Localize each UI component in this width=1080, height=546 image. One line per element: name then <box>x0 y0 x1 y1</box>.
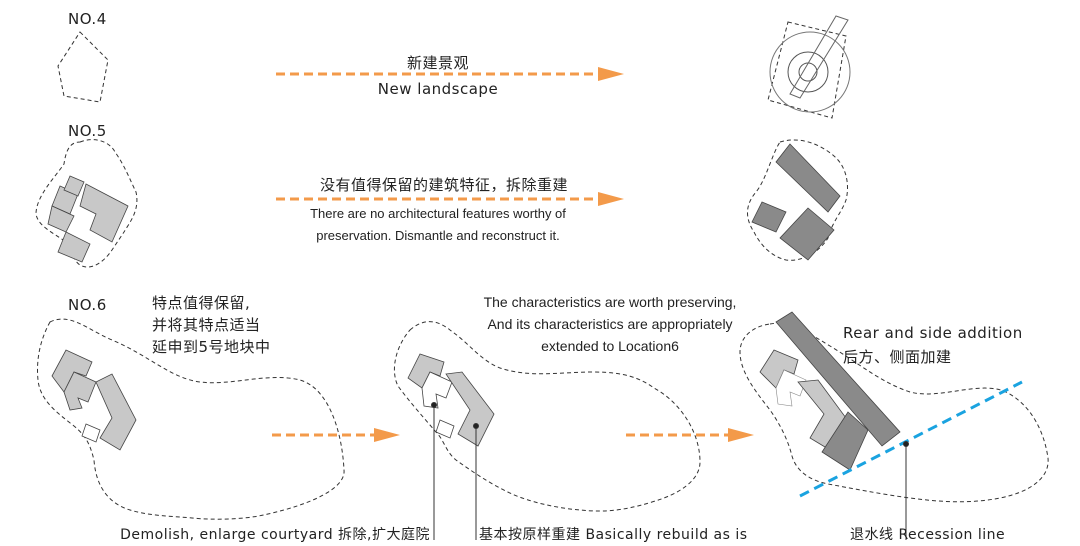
no6-existing-building <box>51 349 137 451</box>
no6-renovation-plan <box>394 321 701 512</box>
no4-new-landscape-plan <box>767 15 851 119</box>
callout-leaders <box>431 402 909 540</box>
no5-label: NO.5 <box>68 122 107 140</box>
no4-arrow-label-cn: 新建景观 <box>406 54 470 72</box>
no5-arrow-label-cn: 没有值得保留的建筑特征，拆除重建 <box>319 176 569 194</box>
no4-site-outline <box>57 31 109 103</box>
addition-callout-cn: 后方、侧面加建 <box>843 348 952 366</box>
no5-existing-building <box>47 175 129 263</box>
no6-note-en-2: And its characteristics are appropriatel… <box>487 316 733 332</box>
recession-line <box>799 380 1023 498</box>
no4-arrow-label-en: New landscape <box>377 80 499 98</box>
demolish-callout: Demolish, enlarge courtyard 拆除,扩大庭院 <box>120 527 430 543</box>
no5-arrow <box>276 192 624 206</box>
rebuild-callout: 基本按原样重建 Basically rebuild as is <box>479 527 748 543</box>
no6-note-cn-3: 延申到5号地块中 <box>152 338 271 356</box>
no6-note-cn-2: 并将其特点适当 <box>152 316 261 334</box>
no6-site-outline <box>37 318 345 520</box>
no4-label: NO.4 <box>68 10 107 28</box>
recession-line-callout: 退水线 Recession line <box>850 527 1006 543</box>
no6-label: NO.6 <box>68 296 107 314</box>
no5-arrow-label-en-2: preservation. Dismantle and reconstruct … <box>316 228 560 243</box>
addition-callout-en: Rear and side addition <box>843 324 1023 342</box>
no6-note-en-1: The characteristics are worth preserving… <box>483 294 737 310</box>
no6-note-cn-1: 特点值得保留, <box>152 294 251 312</box>
no6-arrow-2 <box>626 428 754 442</box>
no4-arrow <box>276 67 624 81</box>
no5-arrow-label-en-1: There are no architectural features wort… <box>310 206 566 221</box>
no5-new-building-plan <box>747 139 848 261</box>
no6-arrow-1 <box>272 428 400 442</box>
no6-addition-plan <box>739 311 1049 503</box>
no6-note-en-3: extended to Location6 <box>541 338 679 354</box>
